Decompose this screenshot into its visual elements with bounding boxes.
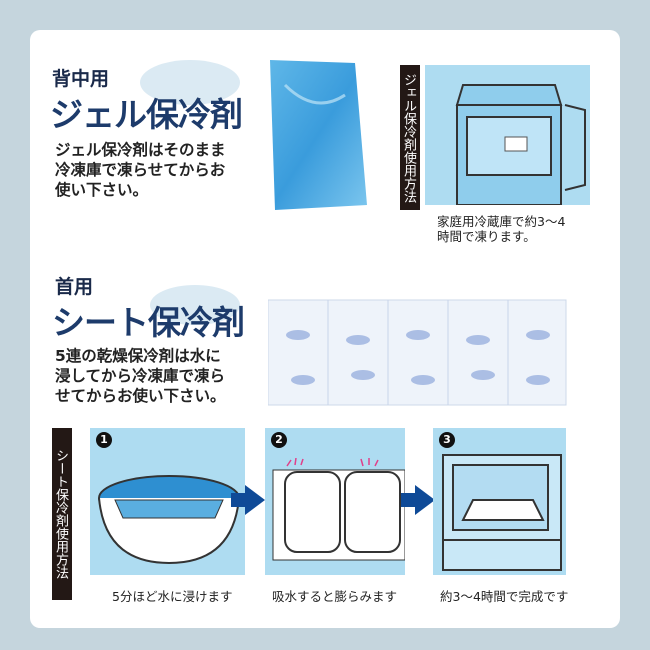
desc-line: せてからお使い下さい。 — [55, 387, 226, 405]
caption-line: 時間で凍ります。 — [437, 229, 536, 244]
bowl-illustration — [98, 475, 240, 565]
caption-line: 家庭用冷蔵庫で約3〜4 — [437, 214, 566, 229]
desc-line: 浸してから冷凍庫で凍ら — [55, 367, 226, 385]
arrow-icon — [231, 485, 265, 515]
step-3-caption: 約3〜4時間で完成です — [440, 589, 569, 604]
desc-line: 冷凍庫で凍らせてからお — [55, 161, 226, 179]
fridge-illustration — [425, 65, 590, 205]
step-1-panel: 1 — [90, 428, 245, 575]
freezer-illustration — [442, 454, 562, 571]
gel-subtitle: 背中用 — [52, 68, 110, 90]
gel-usage-label: ジェル保冷剤使用方法 — [400, 65, 420, 210]
gel-description: ジェル保冷剤はそのまま 冷凍庫で凍らせてからお 使い下さい。 — [55, 140, 226, 200]
sheet-subtitle: 首用 — [55, 276, 94, 298]
swollen-sheet-illustration — [272, 458, 405, 561]
step-number: 2 — [271, 432, 287, 448]
step-number: 3 — [439, 432, 455, 448]
title-highlight — [140, 60, 240, 105]
title-highlight — [150, 285, 240, 325]
step-1-caption: 5分ほど水に浸けます — [112, 589, 233, 604]
step-number: 1 — [96, 432, 112, 448]
gel-pack-image — [270, 60, 367, 210]
desc-line: ジェル保冷剤はそのまま — [55, 141, 226, 159]
gel-caption: 家庭用冷蔵庫で約3〜4 時間で凍ります。 — [437, 214, 565, 244]
sheet-title: シート保冷剤 — [52, 303, 245, 342]
gel-title: ジェル保冷剤 — [50, 95, 243, 134]
sheet-description: 5連の乾燥保冷剤は水に 浸してから冷凍庫で凍ら せてからお使い下さい。 — [55, 346, 226, 406]
desc-line: 5連の乾燥保冷剤は水に — [55, 347, 221, 365]
desc-line: 使い下さい。 — [55, 181, 149, 199]
step-3-panel: 3 — [433, 428, 566, 575]
step-2-caption: 吸水すると膨らみます — [272, 589, 398, 604]
step-2-panel: 2 — [265, 428, 405, 575]
sheet-pack-image — [268, 299, 567, 406]
sheet-usage-label: シート保冷剤使用方法 — [52, 428, 72, 600]
arrow-icon — [401, 485, 435, 515]
